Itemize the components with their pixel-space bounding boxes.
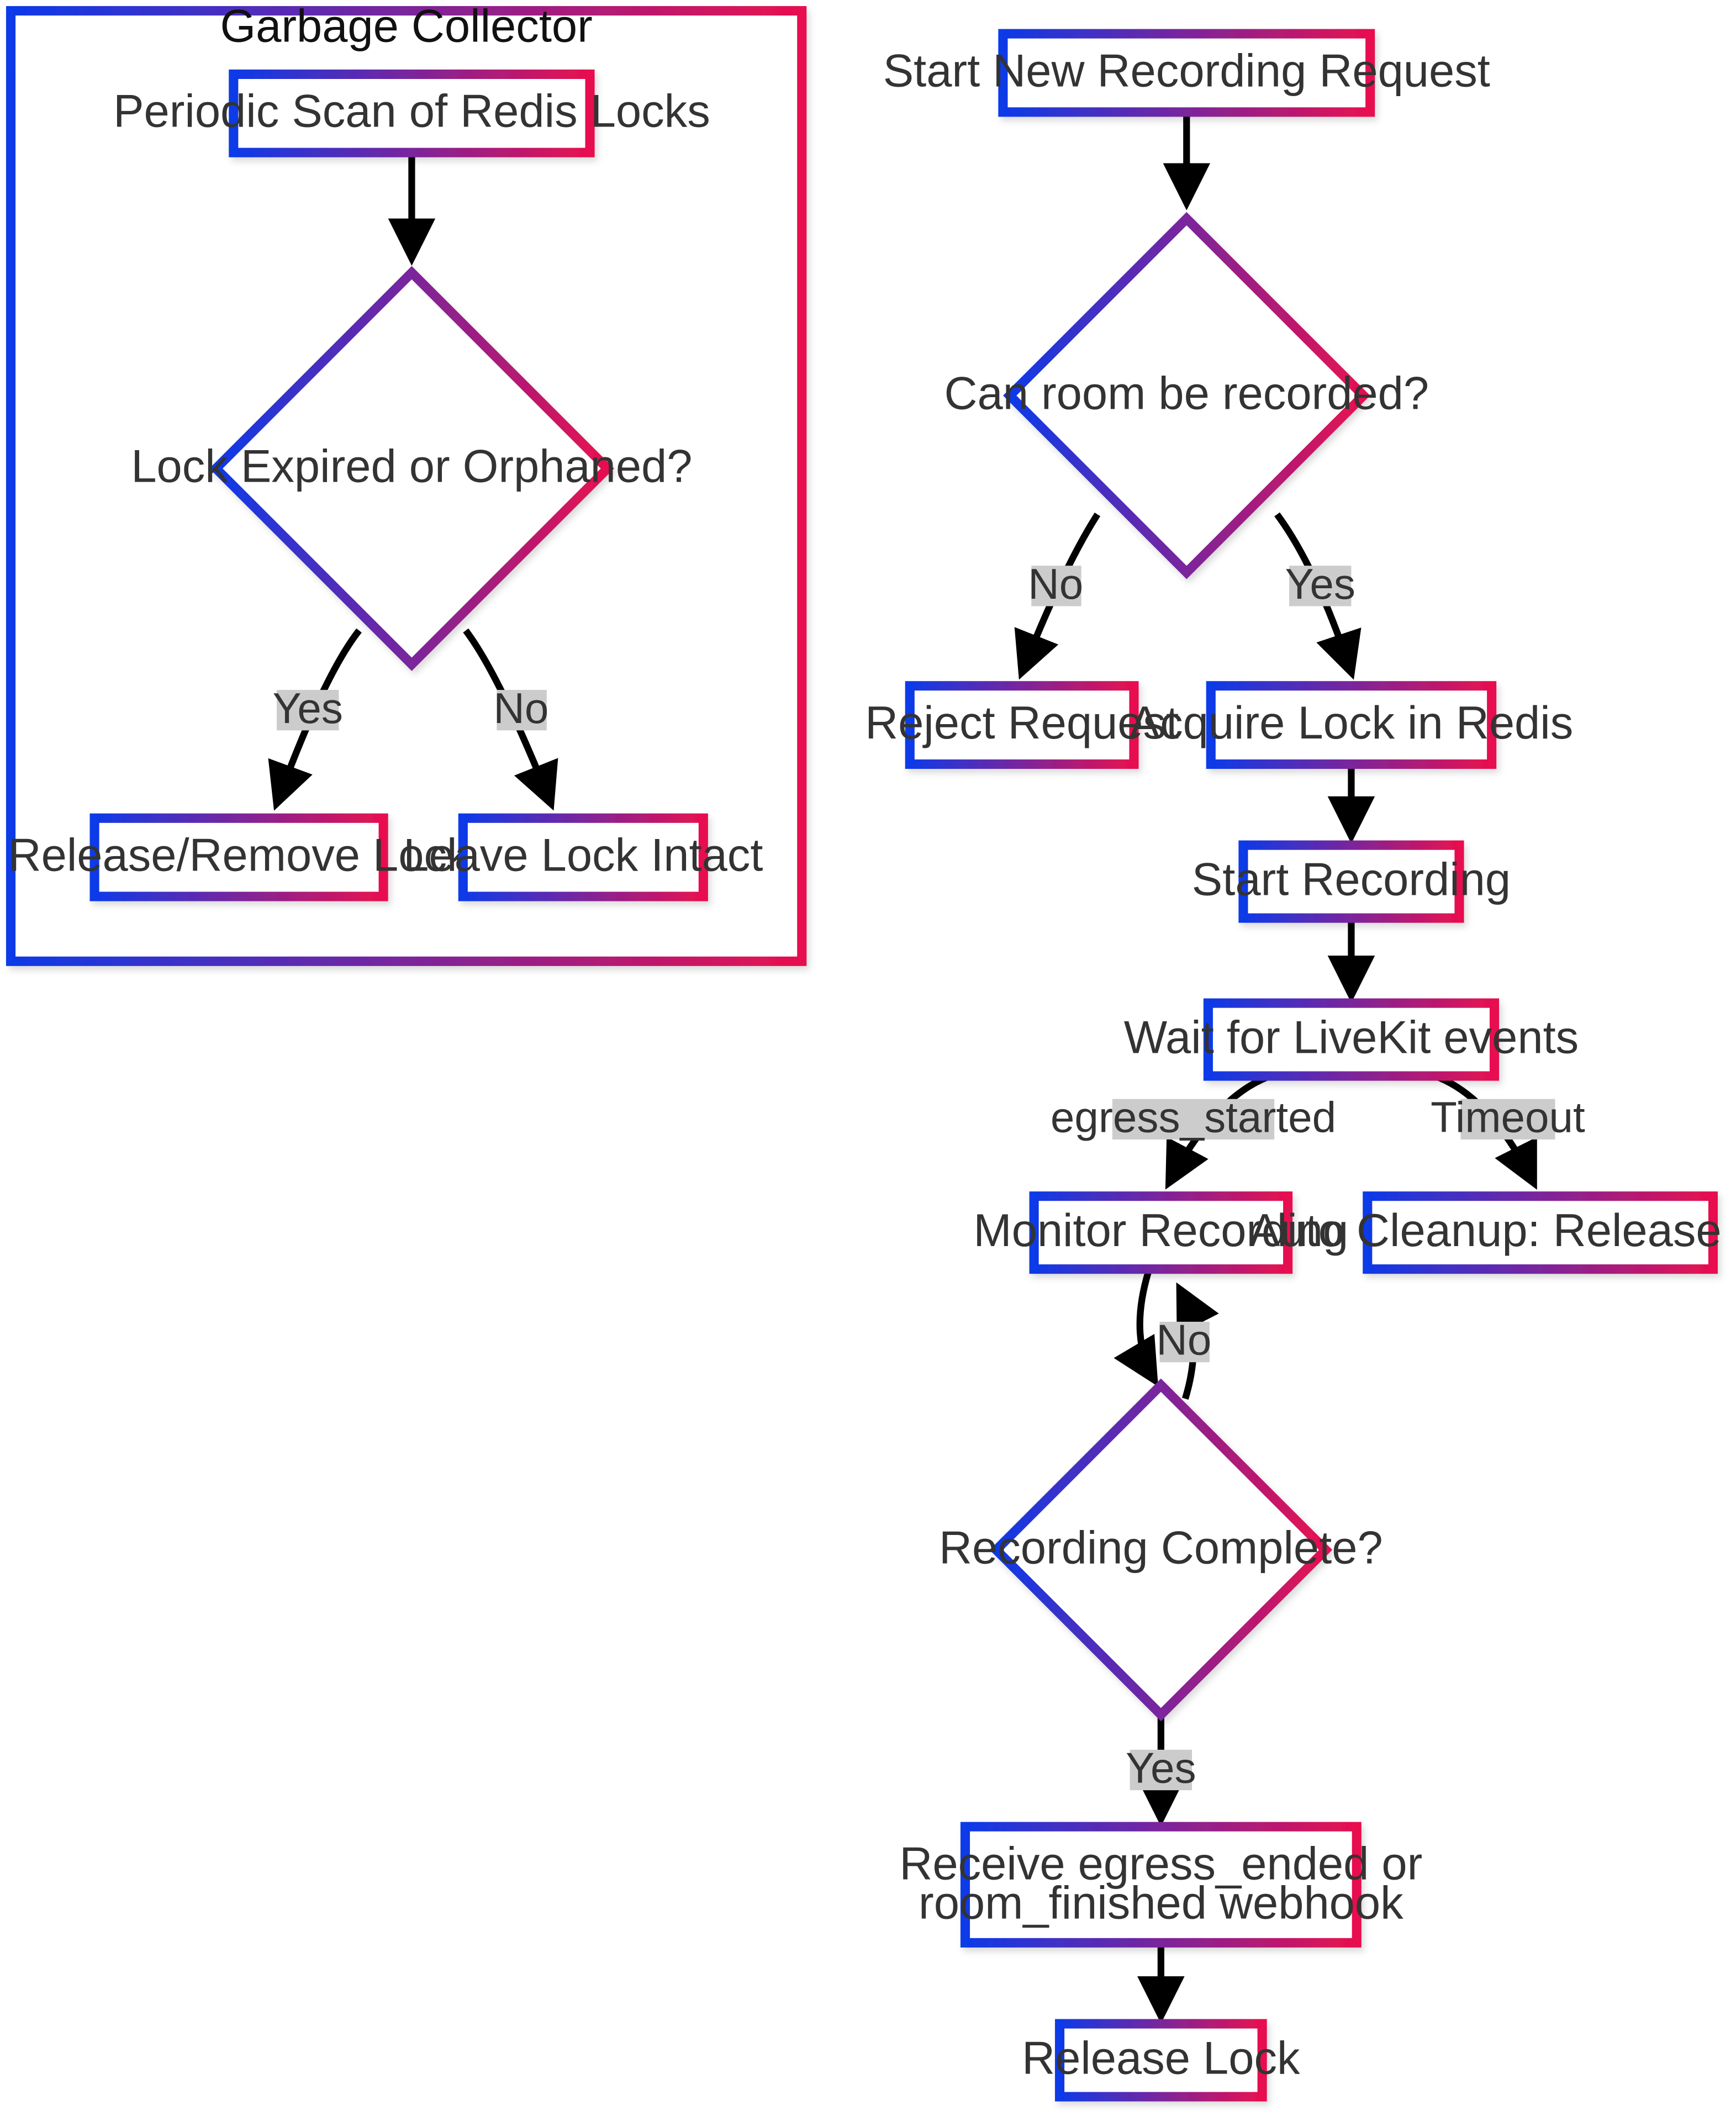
node-label-acquire-lock-in-redis: Acquire Lock in Redis xyxy=(1130,697,1574,748)
node-start-recording[interactable]: Start Recording xyxy=(1192,840,1511,923)
node-start-new-recording-request[interactable]: Start New Recording Request xyxy=(883,29,1490,117)
node-rect[interactable] xyxy=(1363,1191,1718,1274)
subgraph-title-label: Garbage Collector xyxy=(220,1,593,52)
node-rect[interactable] xyxy=(1238,840,1464,923)
edge-label-text-no: No xyxy=(1156,1316,1211,1364)
node-label-lock-expired: Lock Expired or Orphaned? xyxy=(131,441,692,492)
node-label-can-room-be-recorded: Can room be recorded? xyxy=(944,368,1429,419)
edge-label-text-yes: Yes xyxy=(1126,1744,1196,1792)
node-label-start-recording: Start Recording xyxy=(1192,854,1511,905)
edge-label-loop-no: No xyxy=(1156,1316,1211,1364)
node-label-monitor-recording: Monitor Recording xyxy=(973,1205,1348,1256)
edge-label-text-timeout: Timeout xyxy=(1431,1093,1585,1141)
edge-label-egress-started: egress_started xyxy=(1051,1093,1336,1141)
node-release-remove-lock[interactable]: Release/Remove Lock xyxy=(8,813,470,901)
edge-label-background xyxy=(1112,1099,1275,1139)
node-can-room-be-recorded[interactable]: Can room be recorded? xyxy=(944,212,1429,579)
node-rect[interactable] xyxy=(229,69,595,157)
edge-label-background xyxy=(1130,1749,1192,1791)
node-rect[interactable] xyxy=(89,813,388,901)
node-wait-for-livekit-events[interactable]: Wait for LiveKit events xyxy=(1124,998,1579,1081)
edge-label-canrecord-no: No xyxy=(1028,560,1083,608)
node-diamond[interactable] xyxy=(989,1378,1333,1722)
edge-label-canrecord-yes: Yes xyxy=(1285,560,1355,608)
node-diamond[interactable] xyxy=(209,266,614,671)
node-rect[interactable] xyxy=(1029,1191,1293,1274)
node-periodic-scan[interactable]: Periodic Scan of Redis Locks xyxy=(113,69,710,157)
edge-label-text-yes: Yes xyxy=(272,684,343,732)
node-label-auto-cleanup-release-lock: Auto Cleanup: Release Lock xyxy=(1249,1205,1736,1256)
edge-label-background xyxy=(497,690,547,731)
node-release-lock[interactable]: Release Lock xyxy=(1022,2019,1300,2102)
edge-label-text-egress-started: egress_started xyxy=(1051,1093,1336,1141)
node-label-wait-for-livekit-events: Wait for LiveKit events xyxy=(1124,1012,1579,1063)
node-diamond[interactable] xyxy=(1003,212,1370,579)
edge-label-background xyxy=(1460,1099,1555,1139)
node-receive-webhook[interactable]: Receive egress_ended or room_finished we… xyxy=(899,1822,1422,1948)
node-label-start-new-recording-request: Start New Recording Request xyxy=(883,45,1490,96)
node-label-release-lock: Release Lock xyxy=(1022,2032,1300,2083)
node-lock-expired-check[interactable]: Lock Expired or Orphaned? xyxy=(131,266,692,671)
node-monitor-recording[interactable]: Monitor Recording xyxy=(973,1191,1348,1274)
edge-label-background xyxy=(1159,1321,1210,1363)
node-auto-cleanup-release-lock[interactable]: Auto Cleanup: Release Lock xyxy=(1249,1191,1736,1274)
node-rect[interactable] xyxy=(458,813,708,901)
node-rect[interactable] xyxy=(905,681,1139,769)
node-label-release-remove-lock: Release/Remove Lock xyxy=(8,830,470,881)
node-rect[interactable] xyxy=(998,29,1375,117)
node-label-receive-webhook-line1: Receive egress_ended or xyxy=(899,1838,1422,1889)
edge-label-background xyxy=(1031,566,1081,606)
node-rect[interactable] xyxy=(1206,681,1497,769)
edge-label-timeout: Timeout xyxy=(1431,1093,1585,1141)
edge-label-gc-yes: Yes xyxy=(272,684,343,732)
node-label-reject-request: Reject Request xyxy=(865,697,1179,748)
node-rect[interactable] xyxy=(1203,998,1500,1081)
node-leave-lock-intact[interactable]: Leave Lock Intact xyxy=(403,813,763,901)
node-acquire-lock-in-redis[interactable]: Acquire Lock in Redis xyxy=(1130,681,1574,769)
node-label-recording-complete: Recording Complete? xyxy=(939,1522,1383,1573)
edge-label-text-yes: Yes xyxy=(1285,560,1355,608)
edge-label-complete-yes: Yes xyxy=(1126,1744,1196,1792)
edge-label-text-no: No xyxy=(493,684,548,732)
edge-monitor-to-complete xyxy=(1114,1269,1158,1387)
edge-label-text-no: No xyxy=(1028,560,1083,608)
node-rect[interactable] xyxy=(1054,2019,1267,2102)
edge-label-background xyxy=(277,690,339,731)
node-label-periodic-scan: Periodic Scan of Redis Locks xyxy=(113,86,710,137)
edge-label-background xyxy=(1289,566,1352,606)
node-recording-complete[interactable]: Recording Complete? xyxy=(939,1378,1383,1722)
node-label-leave-lock-intact: Leave Lock Intact xyxy=(403,830,763,881)
node-rect[interactable] xyxy=(960,1822,1362,1948)
node-label-receive-webhook-line2: room_finished webhook xyxy=(919,1877,1403,1928)
edge-label-gc-no: No xyxy=(493,684,548,732)
node-reject-request[interactable]: Reject Request xyxy=(865,681,1179,769)
